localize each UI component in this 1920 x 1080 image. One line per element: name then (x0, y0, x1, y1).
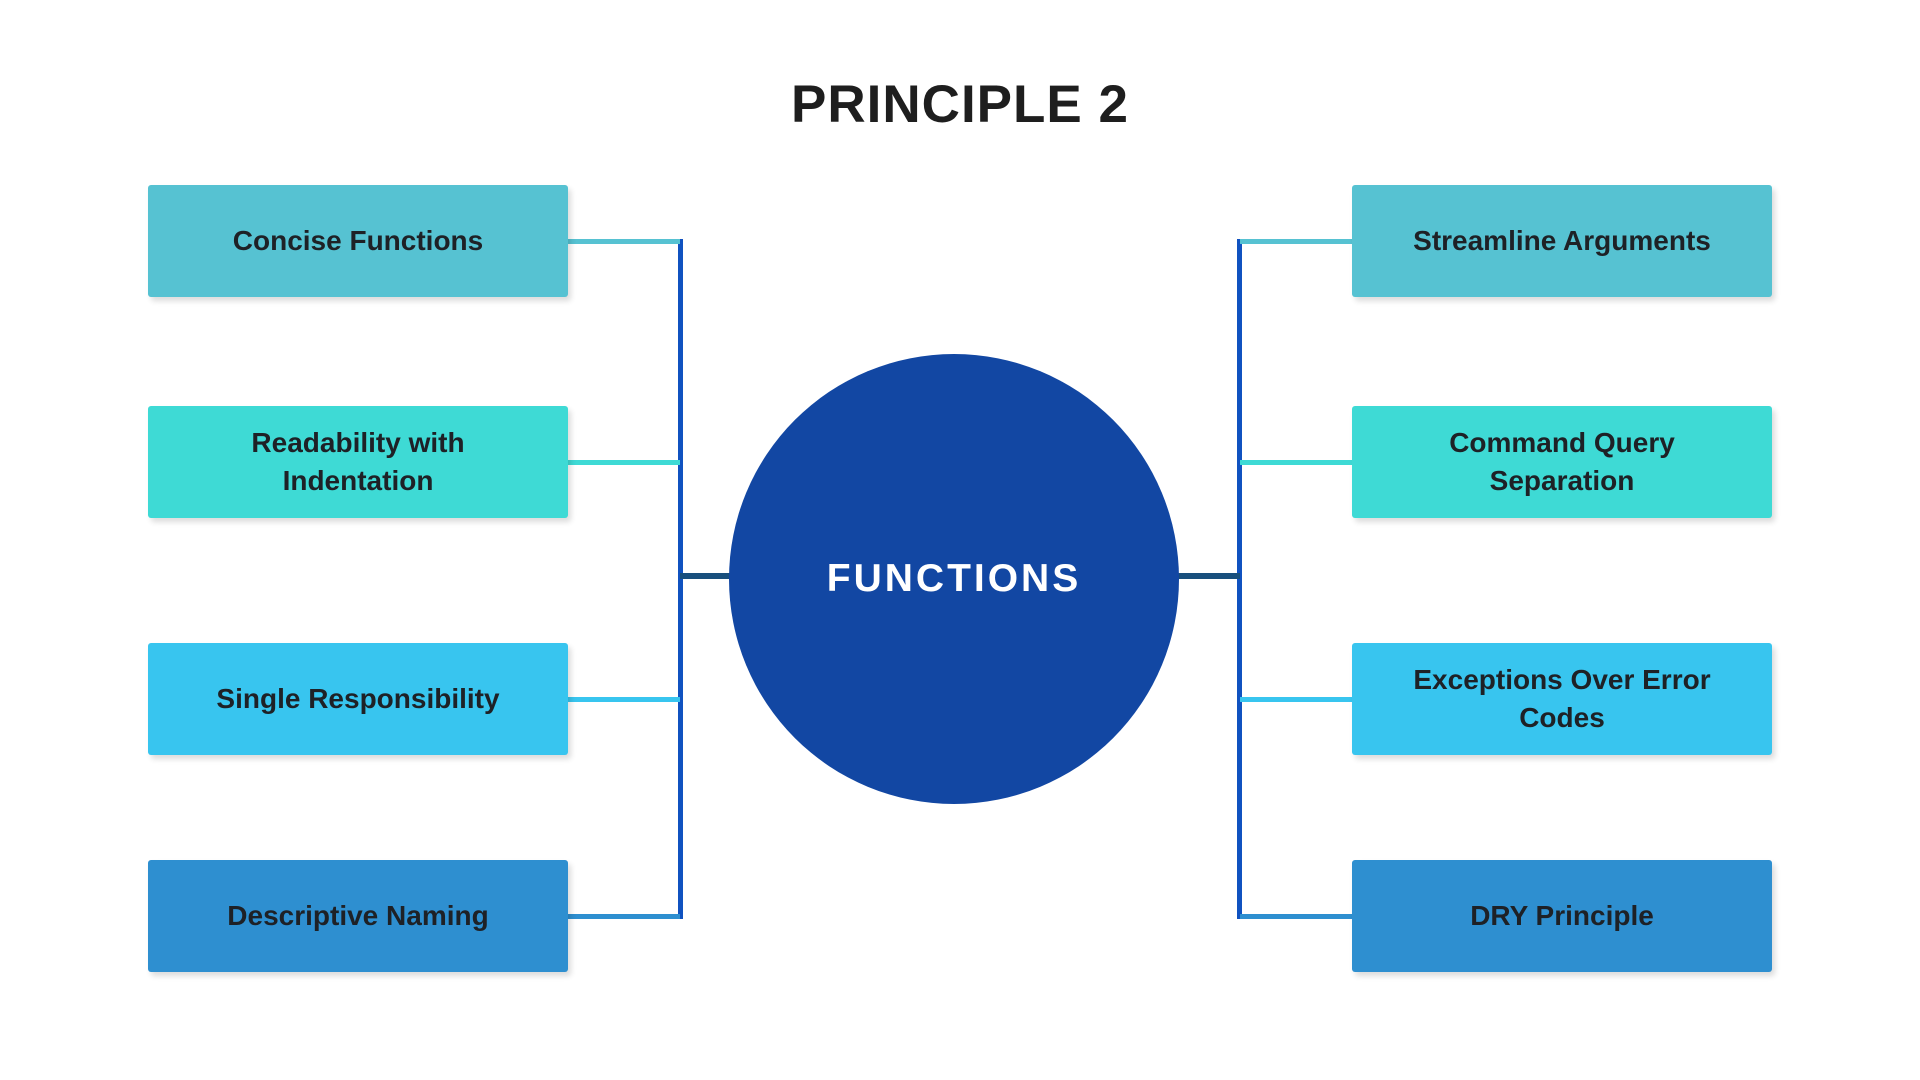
branch-node-label: Descriptive Naming (227, 900, 489, 932)
left-connector-single-responsibility (566, 697, 680, 702)
branch-node-label: Exceptions Over Error Codes (1413, 664, 1711, 733)
center-node-label: FUNCTIONS (826, 557, 1082, 600)
branch-node-label: Readability with Indentation (251, 427, 465, 496)
left-connector-descriptive-naming (566, 914, 680, 919)
right-connector-streamline-arguments (1240, 239, 1354, 244)
diagram-title: PRINCIPLE 2 (791, 75, 1129, 134)
branch-node-label: Single Responsibility (216, 683, 500, 715)
branch-node-label: DRY Principle (1470, 900, 1654, 932)
branch-node-concise-functions: Concise Functions (148, 185, 568, 297)
right-connector-dry-principle (1240, 914, 1354, 919)
branch-node-label: Concise Functions (232, 225, 484, 257)
branch-node-single-responsibility: Single Responsibility (148, 643, 568, 755)
left-connector-readability (566, 460, 680, 465)
branch-node-dry-principle: DRY Principle (1352, 860, 1772, 972)
left-center-connector-line (680, 573, 734, 579)
right-branch-trunk-line (1237, 239, 1242, 919)
branch-node-label: Command Query Separation (1449, 427, 1675, 496)
right-connector-exceptions (1240, 697, 1354, 702)
left-connector-concise-functions (566, 239, 680, 244)
branch-node-label: Streamline Arguments (1413, 225, 1711, 257)
left-branch-trunk-line (678, 239, 683, 919)
branch-node-readability-with-indentation: Readability with Indentation (148, 406, 568, 518)
branch-node-streamline-arguments: Streamline Arguments (1352, 185, 1772, 297)
branch-node-command-query-separation: Command Query Separation (1352, 406, 1772, 518)
branch-node-descriptive-naming: Descriptive Naming (148, 860, 568, 972)
right-connector-command-query (1240, 460, 1354, 465)
right-center-connector-line (1175, 573, 1240, 579)
branch-node-exceptions-over-error-codes: Exceptions Over Error Codes (1352, 643, 1772, 755)
center-node-functions: FUNCTIONS (729, 354, 1179, 804)
